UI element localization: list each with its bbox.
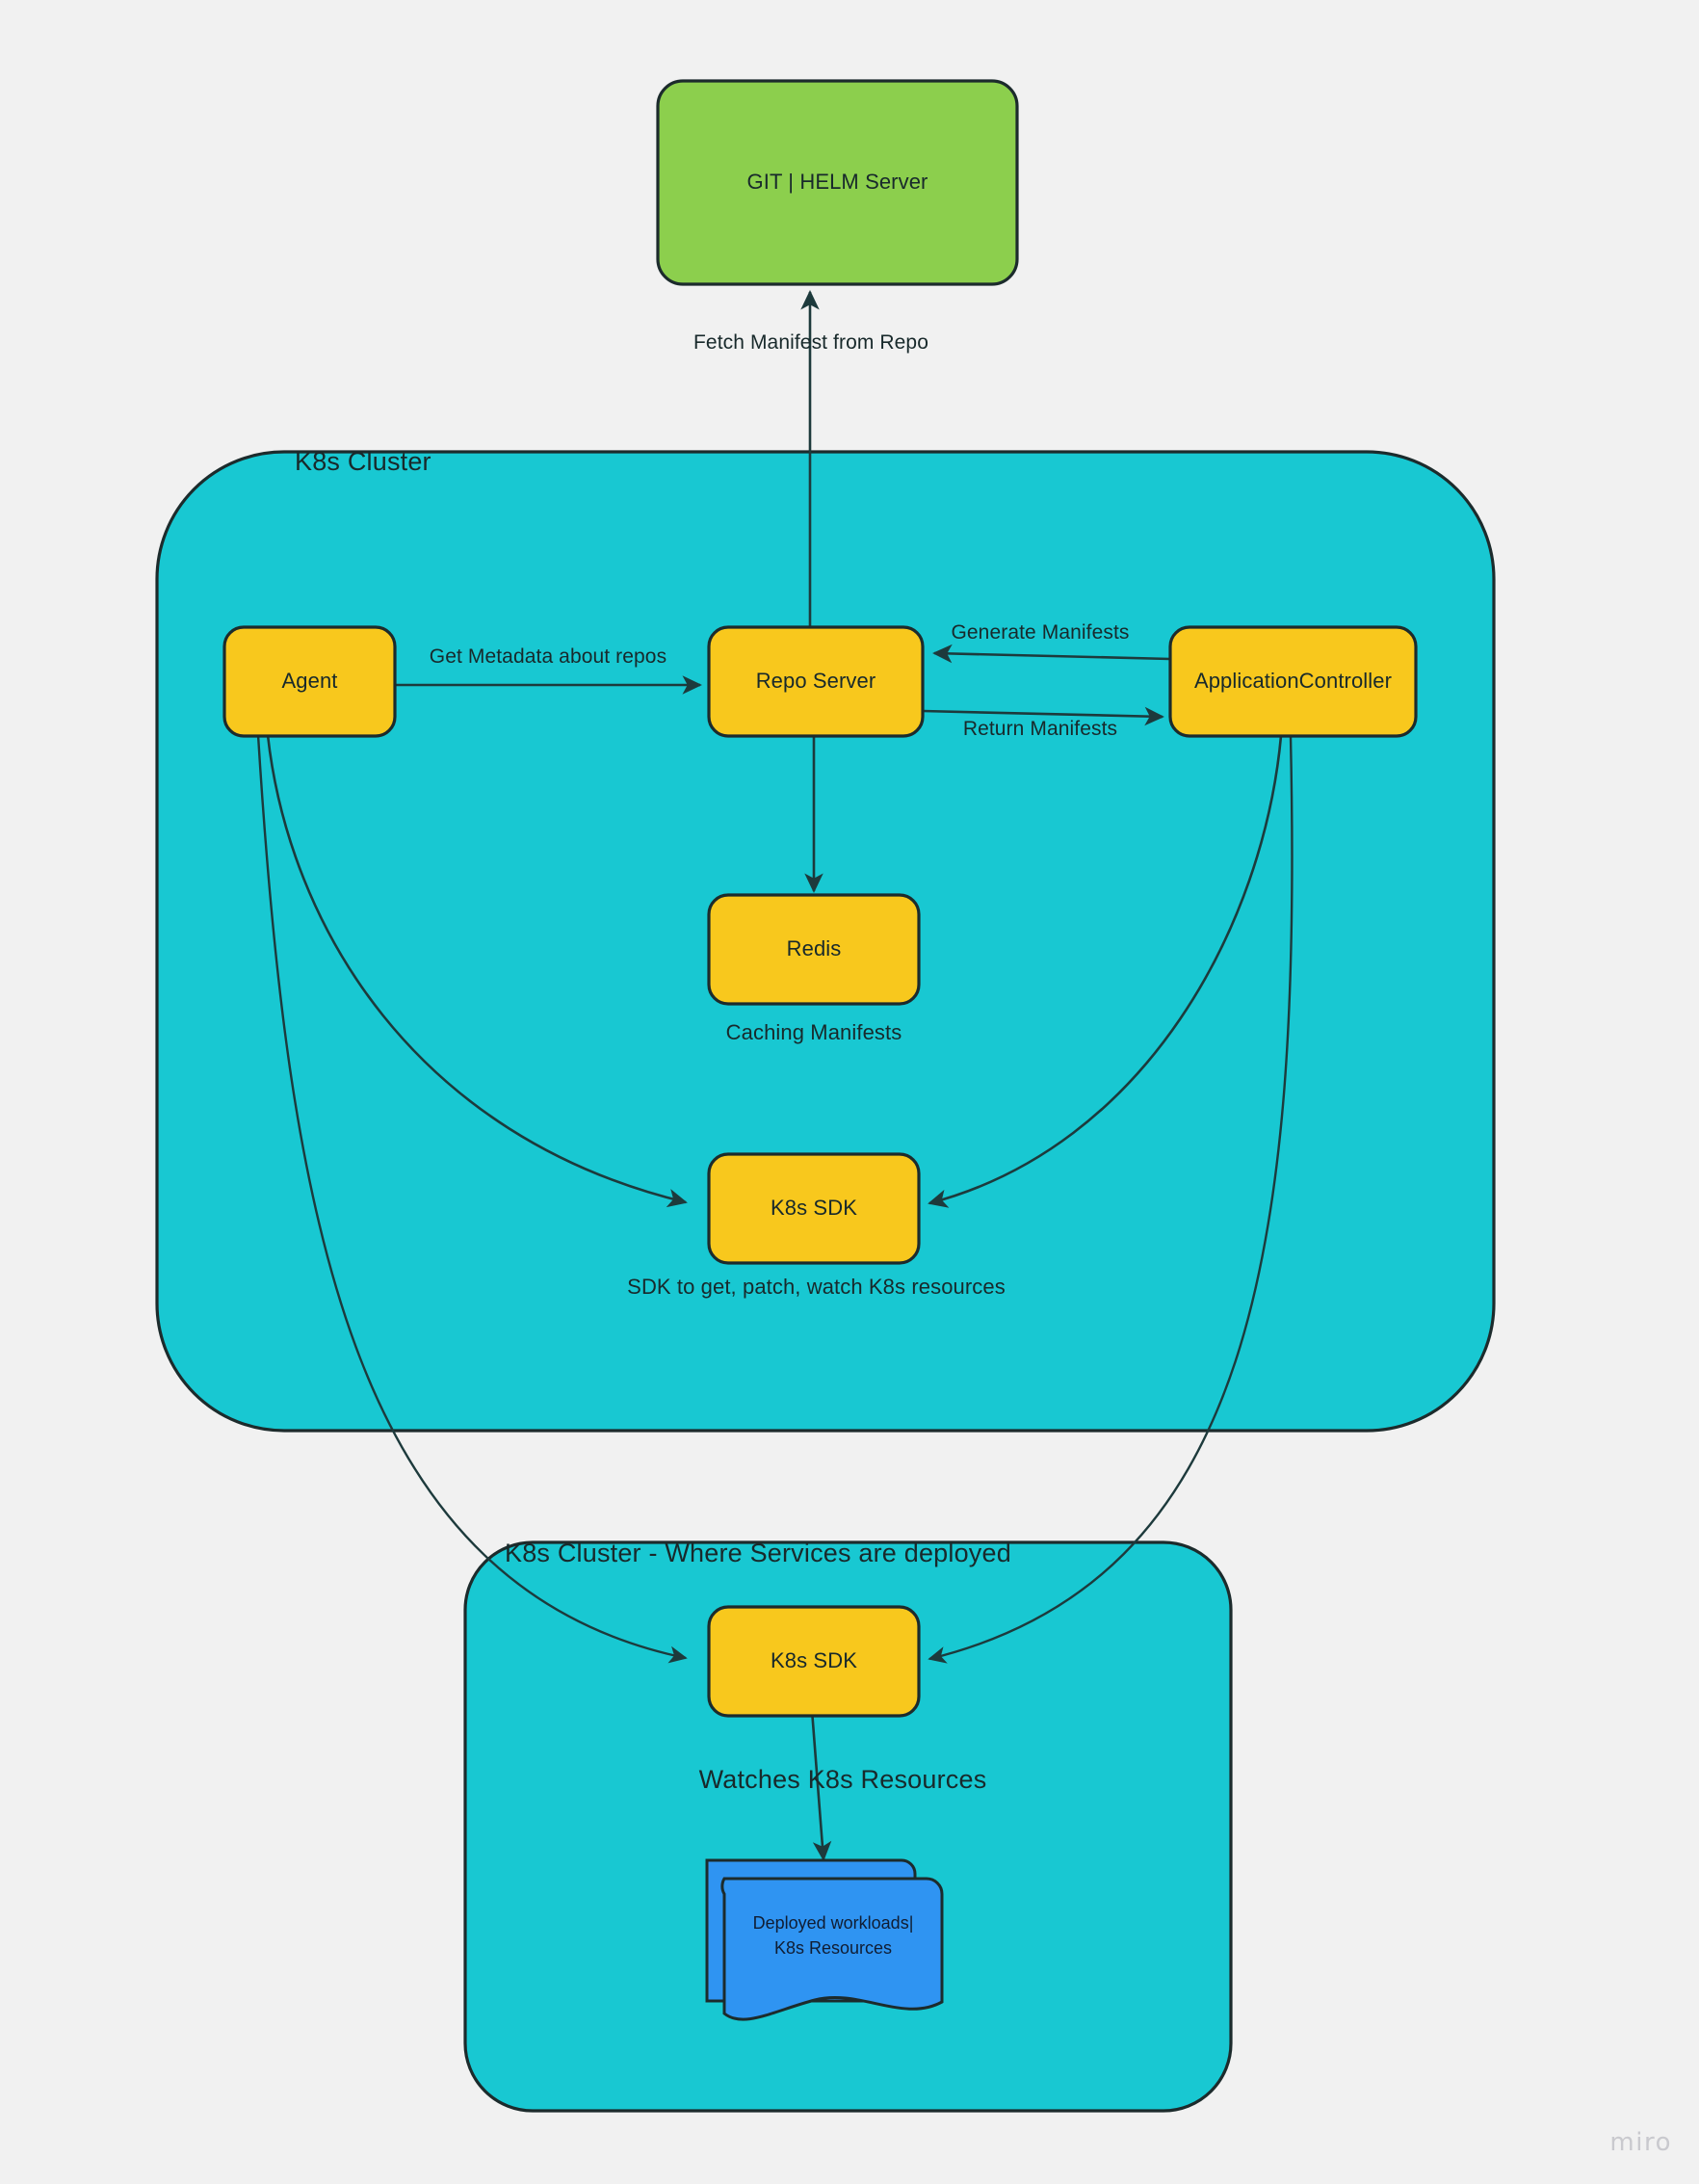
- edge-agent-to-sdk-bottom[interactable]: [256, 734, 688, 1664]
- edge-agent-to-sdk-top[interactable]: [266, 734, 688, 1208]
- edge-return-manifests[interactable]: [922, 706, 1164, 726]
- node-k8s-sdk-bottom[interactable]: [707, 1605, 921, 1718]
- node-application-controller[interactable]: [1168, 625, 1418, 738]
- node-deployed-workloads[interactable]: [705, 1858, 944, 2021]
- node-git-server[interactable]: [656, 79, 1019, 286]
- edge-sdk-to-workloads[interactable]: [810, 1709, 832, 1861]
- cluster-bottom-container[interactable]: [463, 1540, 1233, 2113]
- edge-controller-to-sdk-bottom[interactable]: [928, 735, 1294, 1664]
- miro-watermark: miro: [1609, 2128, 1672, 2157]
- node-agent[interactable]: [222, 625, 397, 738]
- node-repo-server[interactable]: [707, 625, 925, 738]
- node-redis[interactable]: [707, 893, 921, 1006]
- edge-generate-manifests[interactable]: [932, 644, 1171, 664]
- workload-front-sheet: [720, 1877, 944, 2021]
- node-k8s-sdk-top[interactable]: [707, 1152, 921, 1265]
- edge-controller-to-sdk-top[interactable]: [928, 735, 1283, 1208]
